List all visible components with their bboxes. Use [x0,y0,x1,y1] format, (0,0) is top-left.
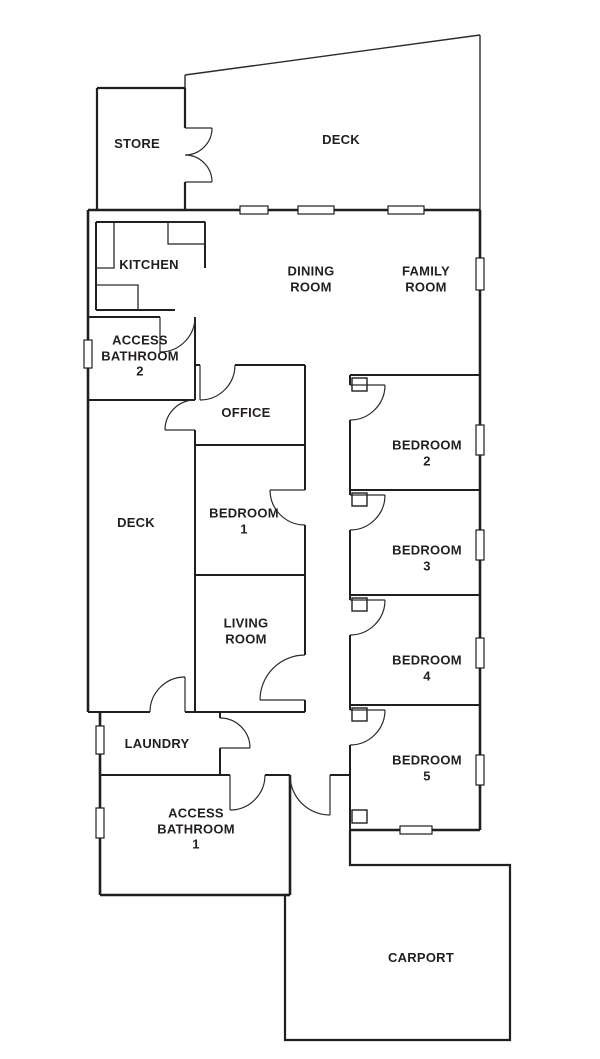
carport-walls [283,830,512,1042]
room-label-bedroom-2: BEDROOM 2 [392,437,462,468]
room-label-bedroom-1: BEDROOM 1 [209,505,279,536]
room-label-family-room: FAMILY ROOM [402,263,450,294]
closet [351,597,368,612]
top-deck-edge [184,34,481,210]
closet [351,809,368,824]
door-deck-left [164,399,196,431]
closet [351,707,368,722]
door-bedroom3 [349,494,386,531]
room-label-bedroom-4: BEDROOM 4 [392,652,462,683]
door-carport-passage [289,774,331,816]
closet-symbols [351,377,368,824]
room-label-bedroom-3: BEDROOM 3 [392,542,462,573]
window [475,754,485,786]
window [475,257,485,291]
room-label-store: STORE [114,136,160,152]
wall-segment [350,374,480,706]
store-walls [95,86,187,210]
room-label-kitchen: KITCHEN [119,257,179,273]
window [475,529,485,561]
door-store-double [184,127,213,183]
door-swing-arcs [149,127,386,816]
room-label-dining-room: DINING ROOM [287,263,335,294]
door-bedroom4 [349,599,386,636]
window [399,825,433,835]
room-label-deck-top: DECK [322,132,360,148]
window [475,637,485,669]
door-bedroom5 [349,709,386,746]
room-label-access-bathroom-2: ACCESS BATHROOM 2 [101,332,179,379]
kitchen-appliance [167,221,206,245]
window [387,205,425,215]
door-bathroom2 [159,316,196,353]
door-bedroom2 [349,384,386,421]
interior-walls [88,221,480,830]
window-symbols [83,205,485,839]
window [83,339,93,369]
kitchen-fixtures [96,221,206,310]
kitchen-counter [96,222,115,269]
wall-segment [95,221,206,311]
closet [351,492,368,507]
window [95,807,105,839]
door-bedroom1 [269,489,306,526]
room-label-office: OFFICE [221,405,271,421]
room-label-access-bathroom-1: ACCESS BATHROOM 1 [157,805,235,852]
kitchen-counter [96,284,139,310]
door-bathroom1 [229,774,266,811]
wall-segment [95,86,187,210]
room-label-carport: CARPORT [387,950,455,966]
room-label-living-room: LIVING ROOM [223,615,269,646]
room-label-bedroom-5: BEDROOM 5 [392,752,462,783]
door-vestibule-deck [149,676,186,713]
window [239,205,269,215]
wall-segment [283,830,512,1042]
door-laundry [219,717,251,749]
room-label-deck-left: DECK [117,515,155,531]
deck-outline [184,34,481,210]
window [95,725,105,755]
window [475,424,485,456]
door-living-room [259,654,306,701]
door-office [199,364,236,401]
room-label-laundry: LAUNDRY [124,736,190,752]
window [297,205,335,215]
